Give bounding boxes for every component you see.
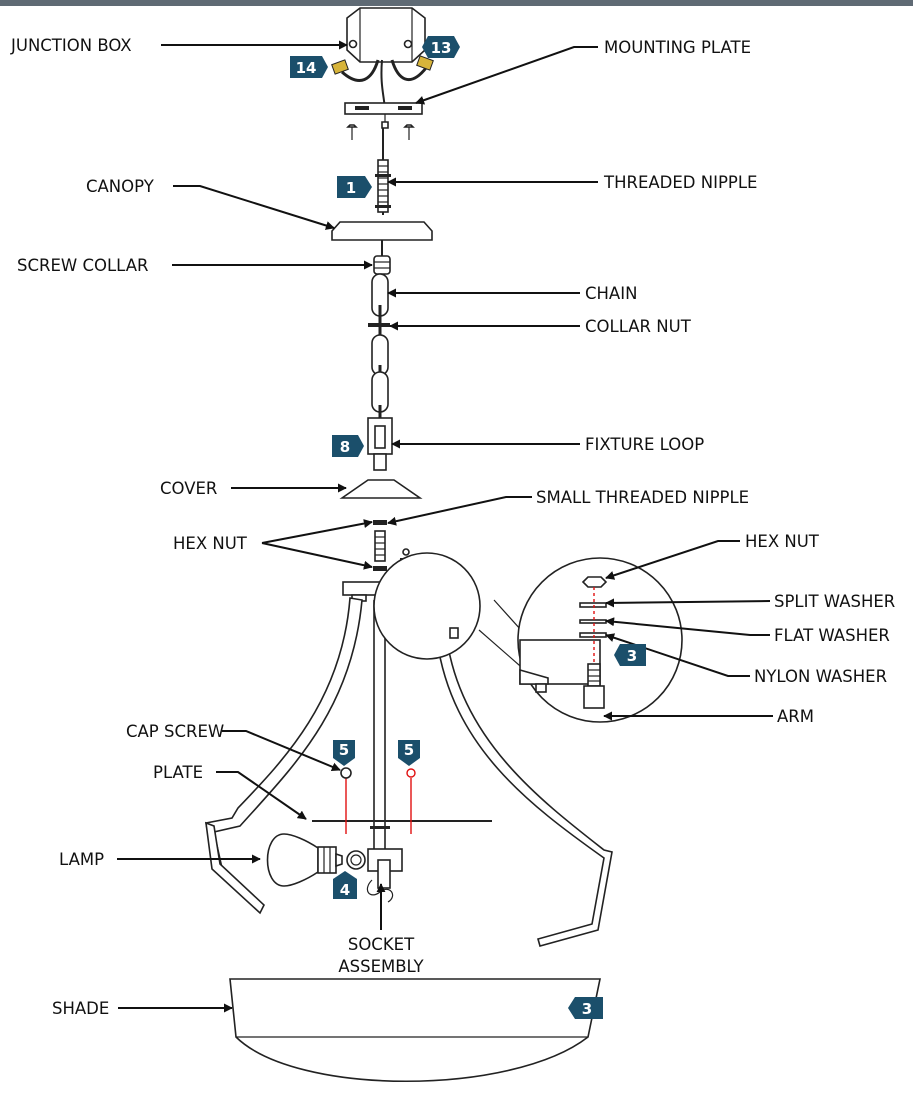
svg-text:13: 13 <box>431 39 452 57</box>
leader-small-threaded-nipple <box>387 496 532 526</box>
leader-canopy <box>173 185 335 230</box>
screw-collar <box>373 255 391 275</box>
label-lamp: LAMP <box>59 850 104 869</box>
leader-nylon-washer <box>605 633 750 677</box>
label-cover: COVER <box>160 479 217 498</box>
svg-text:5: 5 <box>404 741 414 759</box>
leader-hex-nut-lower <box>261 542 373 570</box>
leader-split-washer <box>605 598 771 608</box>
label-chain: CHAIN <box>585 284 637 303</box>
svg-text:14: 14 <box>296 59 317 77</box>
svg-text:5: 5 <box>339 741 349 759</box>
center-stem-washer <box>370 826 390 829</box>
canopy <box>331 221 433 256</box>
threaded-nipple <box>375 128 391 215</box>
junction-box <box>331 7 434 111</box>
label-mounting-plate: MOUNTING PLATE <box>604 38 751 57</box>
right-arm <box>436 639 613 947</box>
left-arm <box>205 597 363 915</box>
leader-flat-washer <box>605 617 770 636</box>
label-nylon-washer: NYLON WASHER <box>754 667 887 686</box>
label-cap-screw: CAP SCREW <box>126 722 224 741</box>
label-canopy: CANOPY <box>86 177 155 196</box>
leader-cap-screw <box>222 730 341 772</box>
label-hex-nut: HEX NUT <box>173 534 248 553</box>
label-socket-assembly-line1: SOCKET <box>348 935 415 954</box>
fixture-loop <box>367 417 393 471</box>
label-hex-nut-detail: HEX NUT <box>745 532 820 551</box>
label-threaded-nipple: THREADED NIPPLE <box>603 173 757 192</box>
step-badge-4: 4 <box>333 871 357 899</box>
label-flat-washer: FLAT WASHER <box>774 626 890 645</box>
mounting-plate <box>344 102 423 140</box>
small-threaded-nipple <box>373 520 387 571</box>
step-badge-8: 8 <box>332 435 364 457</box>
label-screw-collar: SCREW COLLAR <box>17 256 148 275</box>
label-collar-nut: COLLAR NUT <box>585 317 692 336</box>
leader-mounting-plate <box>415 46 598 105</box>
detail-magnifier <box>373 552 683 723</box>
step-badge-14: 14 <box>290 56 328 78</box>
svg-text:4: 4 <box>340 881 350 899</box>
step-badge-3-shade: 3 <box>568 997 603 1019</box>
step-badge-13: 13 <box>422 36 460 58</box>
leader-plate <box>216 771 307 820</box>
cover <box>339 479 423 499</box>
svg-text:3: 3 <box>627 647 637 665</box>
chain <box>371 273 389 420</box>
lamp-bulb <box>266 833 343 887</box>
label-fixture-loop: FIXTURE LOOP <box>585 435 704 454</box>
label-junction-box: JUNCTION BOX <box>10 36 132 55</box>
step-badge-3-detail: 3 <box>614 644 646 666</box>
label-plate: PLATE <box>153 763 203 782</box>
collar-nut <box>368 323 390 327</box>
label-socket-assembly-line2: ASSEMBLY <box>338 957 424 976</box>
step-badge-5-right: 5 <box>398 740 420 766</box>
leader-hex-nut-upper <box>261 519 373 544</box>
svg-text:8: 8 <box>340 438 350 456</box>
label-small-threaded-nipple: SMALL THREADED NIPPLE <box>536 488 749 507</box>
svg-text:1: 1 <box>346 179 356 197</box>
label-split-washer: SPLIT WASHER <box>774 592 895 611</box>
label-arm: ARM <box>777 707 814 726</box>
step-badge-1: 1 <box>337 176 372 198</box>
leader-hex-nut-detail <box>605 540 740 580</box>
svg-text:3: 3 <box>582 1000 592 1018</box>
label-shade: SHADE <box>52 999 109 1018</box>
step-badge-5-left: 5 <box>333 740 355 766</box>
cap-screw-right <box>406 768 416 778</box>
plate <box>312 778 492 834</box>
shade <box>229 978 601 1083</box>
socket-assembly <box>346 848 403 903</box>
top-border-bar <box>0 0 913 6</box>
cap-screw-left <box>340 767 352 779</box>
